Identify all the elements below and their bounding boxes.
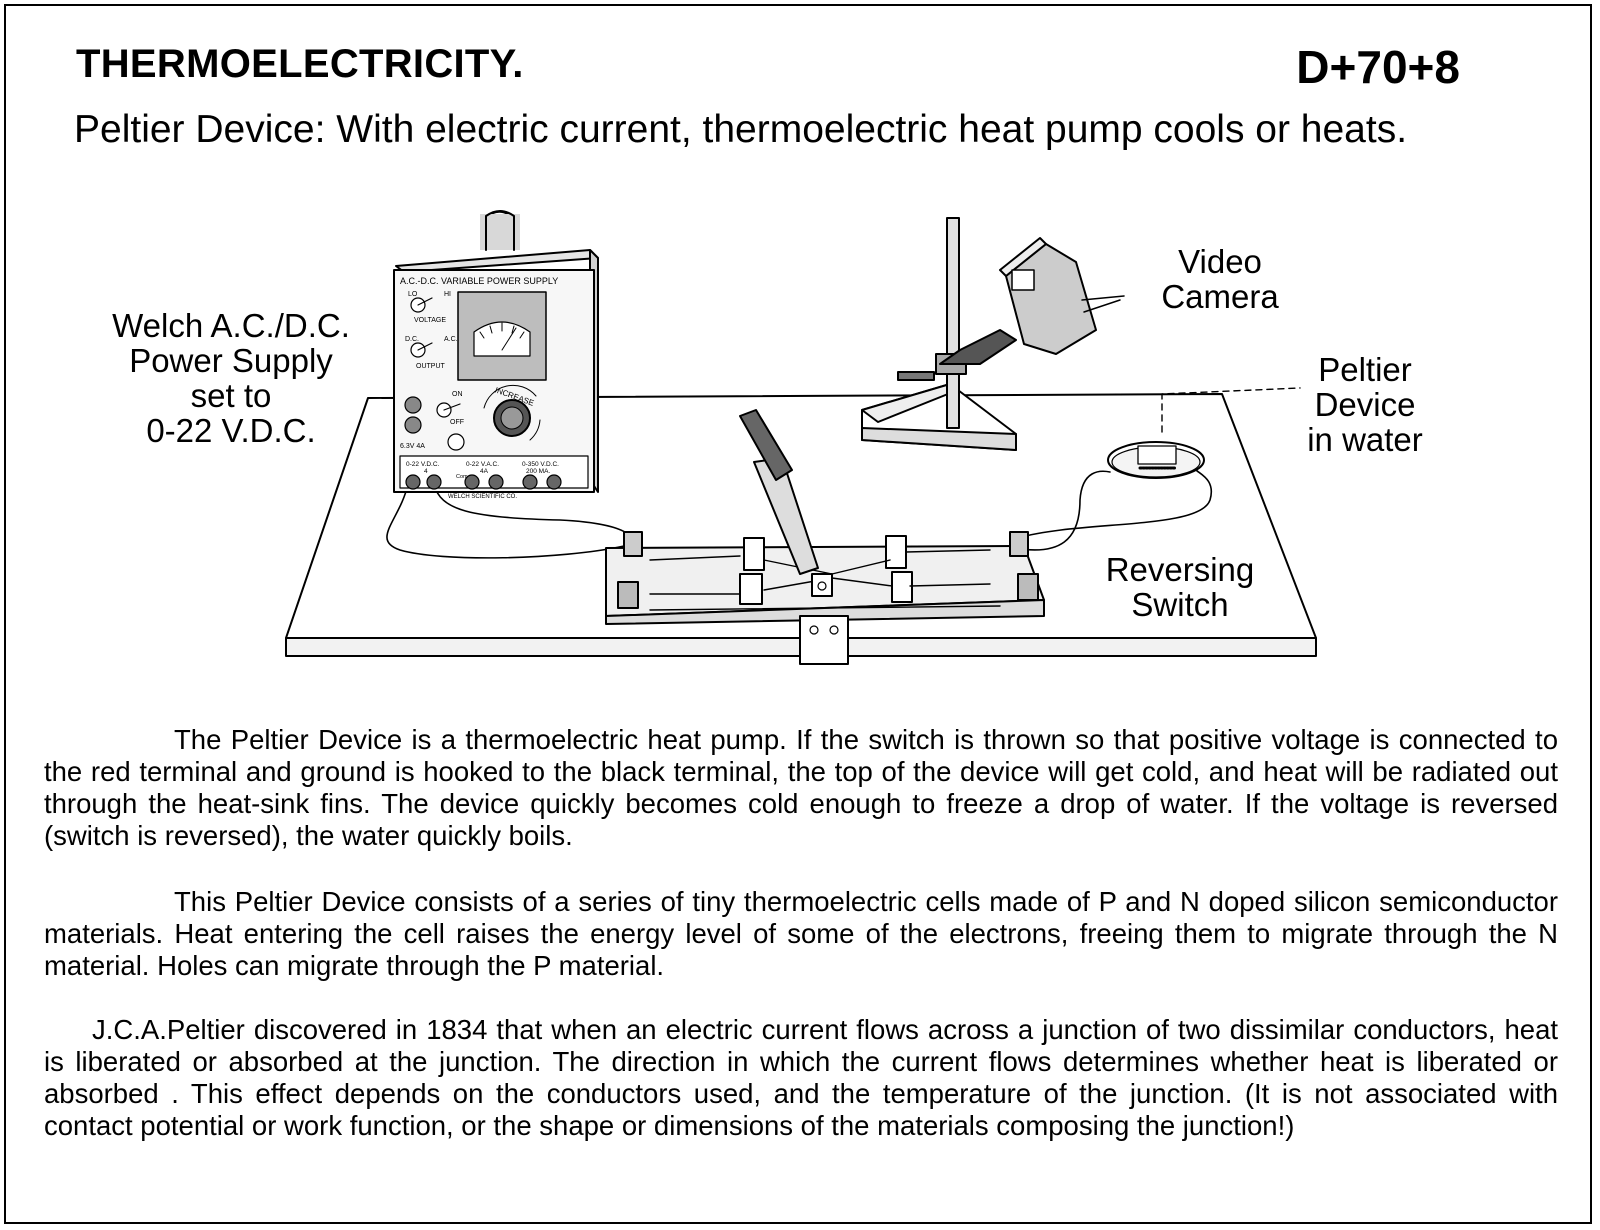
ps-out2b: 4A bbox=[480, 468, 489, 475]
ps-com: Com bbox=[456, 474, 468, 480]
page-subtitle: Peltier Device: With electric current, t… bbox=[74, 108, 1408, 151]
label-peltier-device: Peltier Device in water bbox=[1307, 351, 1423, 458]
ps-out1b: 4 bbox=[424, 468, 428, 475]
ps-ac: A.C. bbox=[444, 336, 458, 343]
meter-scale bbox=[479, 322, 525, 351]
output-terminal-icons bbox=[405, 474, 562, 490]
ps-lo: LO bbox=[408, 291, 418, 298]
peltier-device-icon bbox=[1107, 441, 1205, 479]
ps-low-voltage: 6.3V 4A bbox=[400, 443, 425, 450]
paragraph-1: The Peltier Device is a thermoelectric h… bbox=[44, 724, 1558, 851]
video-camera-icon bbox=[939, 237, 1125, 365]
ps-voltage: VOLTAGE bbox=[414, 317, 446, 324]
ps-off: OFF bbox=[450, 419, 464, 426]
ps-hi: HI bbox=[444, 291, 451, 298]
ps-maker: WELCH SCIENTIFIC CO. bbox=[448, 494, 517, 500]
ps-name: A.C.-D.C. VARIABLE POWER SUPPLY bbox=[400, 276, 558, 286]
apparatus-diagram: A.C.-D.C. VARIABLE POWER SUPPLY LO HI VO… bbox=[285, 210, 1317, 665]
ps-dc: D.C. bbox=[405, 336, 419, 343]
ps-out3: 0-350 V.D.C. bbox=[522, 461, 559, 468]
demo-code: D+70+8 bbox=[1296, 41, 1460, 93]
binding-post-icons bbox=[404, 396, 465, 451]
reversing-switch bbox=[605, 409, 1045, 665]
ps-output: OUTPUT bbox=[416, 363, 446, 370]
ps-out3b: 200 MA. bbox=[526, 468, 550, 475]
wires bbox=[386, 469, 1213, 559]
label-power-supply: Welch A.C./D.C. Power Supply set to 0-22… bbox=[112, 307, 350, 449]
camera-stand bbox=[861, 217, 1017, 451]
voltage-knob-icon bbox=[483, 384, 541, 441]
paragraph-2: This Peltier Device consists of a series… bbox=[44, 886, 1558, 981]
ps-on: ON bbox=[452, 391, 463, 398]
label-reversing-switch: Reversing Switch bbox=[1105, 551, 1255, 623]
page-title: THERMOELECTRICITY. bbox=[76, 42, 524, 86]
label-video-camera: Video Camera bbox=[1161, 243, 1279, 315]
ps-out2: 0-22 V.A.C. bbox=[466, 461, 499, 468]
ps-out1: 0-22 V.D.C. bbox=[406, 461, 440, 468]
toggle-switch-icons bbox=[410, 297, 461, 418]
paragraph-3: J.C.A.Peltier discovered in 1834 that wh… bbox=[44, 1014, 1558, 1141]
power-supply bbox=[393, 210, 599, 493]
peltier-leader-line bbox=[1161, 387, 1301, 433]
page-frame bbox=[4, 4, 1592, 1224]
